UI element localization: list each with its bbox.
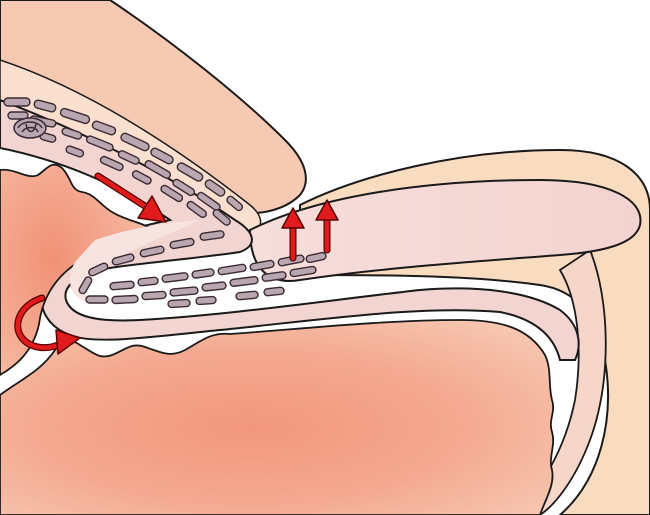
tissue-mass-lower — [0, 320, 553, 515]
coiled-structure — [14, 118, 46, 138]
